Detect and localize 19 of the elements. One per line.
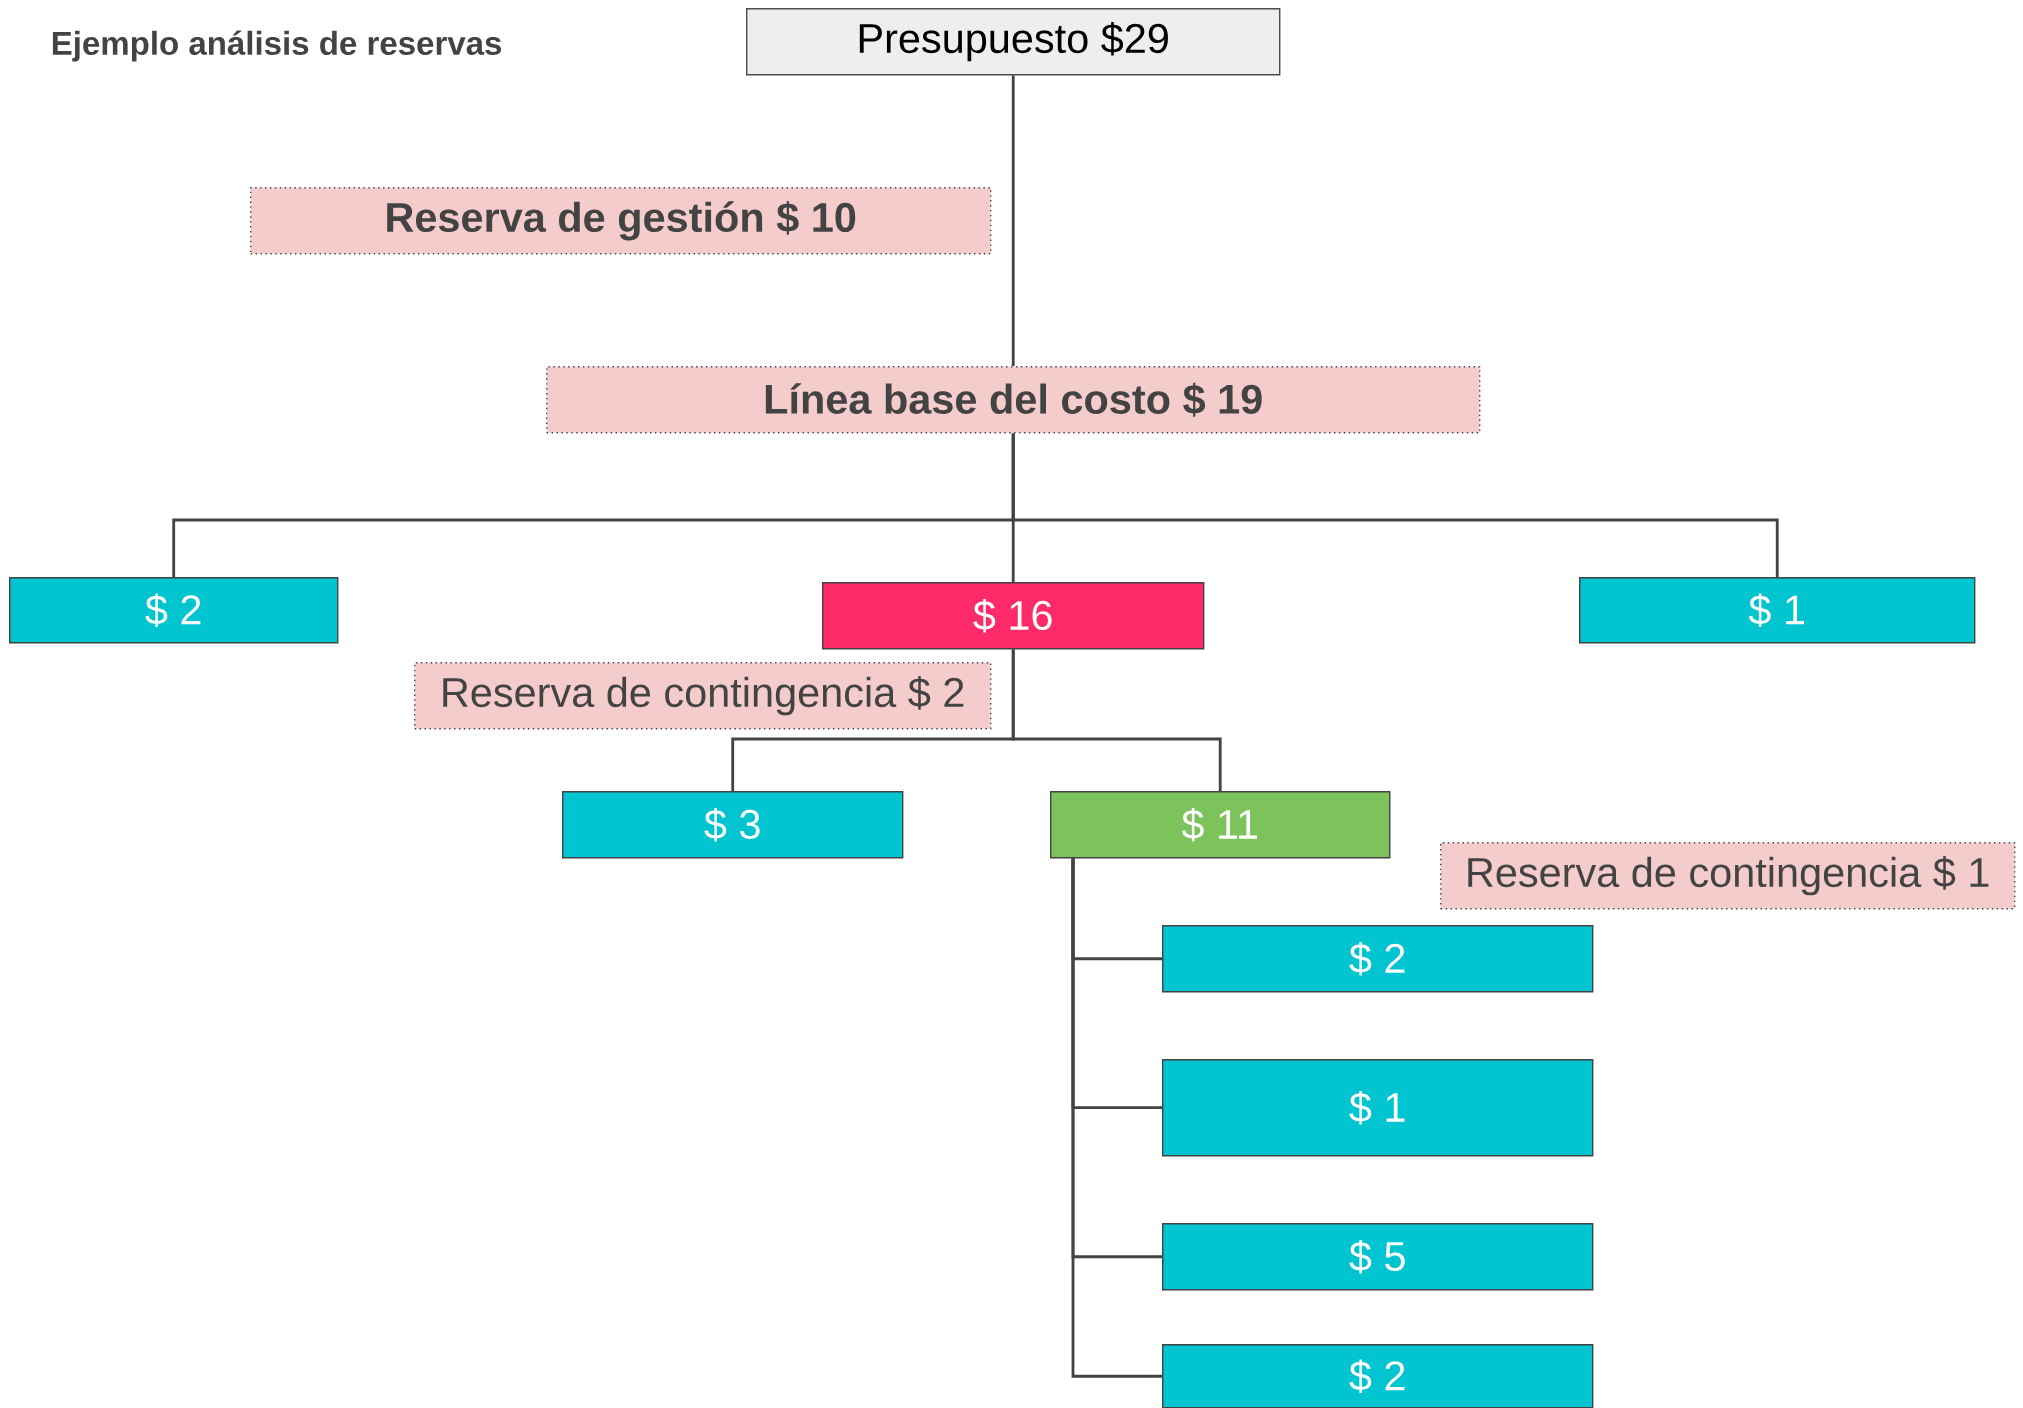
connector-line (1071, 858, 1162, 1378)
title-box: Presupuesto $29 (746, 8, 1281, 76)
cost-box: $ 16 (822, 582, 1205, 650)
cost-box: $ 1 (1579, 577, 1976, 644)
reserve-box: Reserva de gestión $ 10 (250, 187, 992, 255)
connector-line (1011, 75, 1015, 366)
cost-box: $ 2 (1162, 1344, 1594, 1408)
cost-box: $ 2 (1162, 925, 1594, 993)
reserve-box: Reserva de contingencia $ 1 (1440, 842, 2016, 910)
reserve-box: Reserva de contingencia $ 2 (414, 662, 992, 730)
connector-line (1011, 649, 1222, 791)
cost-box: $ 3 (562, 791, 904, 859)
connector-line (1011, 433, 1779, 577)
cost-box: $ 2 (9, 577, 339, 644)
reserve-box: Línea base del costo $ 19 (546, 366, 1481, 434)
cost-box: $ 11 (1050, 791, 1391, 859)
cost-box: $ 5 (1162, 1223, 1594, 1291)
diagram-title: Ejemplo análisis de reservas (52, 30, 502, 62)
cost-box: $ 1 (1162, 1059, 1594, 1157)
